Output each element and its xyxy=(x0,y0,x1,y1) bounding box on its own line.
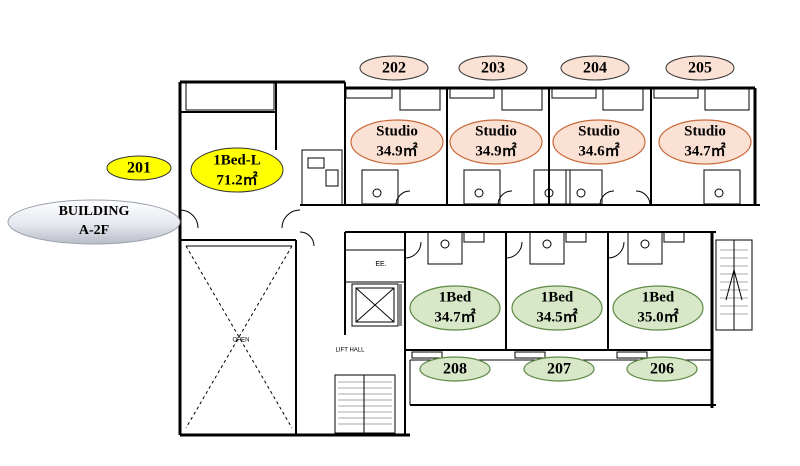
balconies xyxy=(411,351,648,359)
building-line1: BUILDING xyxy=(59,204,130,219)
room-207-number-badge: 207 xyxy=(523,356,595,382)
room-201-type: 1Bed-L xyxy=(213,152,261,168)
open-label: OPEN xyxy=(232,338,249,344)
room-208-number: 208 xyxy=(443,361,467,378)
building-badge: BUILDING A-2F xyxy=(7,199,181,245)
room-204-number-badge: 204 xyxy=(560,55,630,81)
bathrooms-bottom xyxy=(404,231,685,265)
room-206-label: 1Bed 35.0㎡ xyxy=(612,285,704,331)
room-205-area: 34.7㎡ xyxy=(684,141,725,159)
room-206-number-badge: 206 xyxy=(626,356,698,382)
room-205-number-badge: 205 xyxy=(665,55,735,81)
room-201-area: 71.2㎡ xyxy=(216,170,257,188)
stair-bottom xyxy=(334,374,396,434)
room-202-area: 34.9㎡ xyxy=(376,141,417,159)
room-204-area: 34.6㎡ xyxy=(578,141,619,159)
room-201-number: 201 xyxy=(127,160,151,177)
room-203-type: Studio xyxy=(475,123,517,139)
room-208-number-badge: 208 xyxy=(419,356,491,382)
room-206-area: 35.0㎡ xyxy=(637,307,678,325)
room-202-number-badge: 202 xyxy=(359,55,429,81)
room-202-type: Studio xyxy=(376,123,418,139)
window-ledges xyxy=(185,81,750,111)
open-void xyxy=(185,245,293,429)
door-swings xyxy=(179,209,315,247)
room-203-number: 203 xyxy=(481,60,505,77)
room-205-type: Studio xyxy=(684,123,726,139)
room-207-area: 34.5㎡ xyxy=(536,307,577,325)
lift-shaft xyxy=(351,283,402,327)
bathrooms-top xyxy=(301,149,741,206)
room-203-area: 34.9㎡ xyxy=(475,141,516,159)
room-205-label: Studio 34.7㎡ xyxy=(658,119,752,165)
room-208-type: 1Bed xyxy=(439,289,472,305)
ee-label: EE. xyxy=(375,261,386,268)
room-204-number: 204 xyxy=(583,60,607,77)
room-207-number: 207 xyxy=(547,361,571,378)
room-208-area: 34.7㎡ xyxy=(434,307,475,325)
room-205-number: 205 xyxy=(688,60,712,77)
building-line2: A-2F xyxy=(79,223,109,238)
room-206-type: 1Bed xyxy=(642,289,675,305)
room-203-label: Studio 34.9㎡ xyxy=(449,119,543,165)
room-202-label: Studio 34.9㎡ xyxy=(350,119,444,165)
stair-right xyxy=(715,239,753,331)
room-204-type: Studio xyxy=(578,123,620,139)
room-207-label: 1Bed 34.5㎡ xyxy=(511,285,603,331)
room-201-label: 1Bed-L 71.2㎡ xyxy=(190,147,284,193)
room-201-number-badge: 201 xyxy=(106,155,172,181)
room-206-number: 206 xyxy=(650,361,674,378)
room-208-label: 1Bed 34.7㎡ xyxy=(409,285,501,331)
room-203-number-badge: 203 xyxy=(458,55,528,81)
room-207-type: 1Bed xyxy=(541,289,574,305)
room-202-number: 202 xyxy=(382,60,406,77)
room-204-label: Studio 34.6㎡ xyxy=(552,119,646,165)
lift-hall-label: LIFT HALL xyxy=(336,348,366,354)
